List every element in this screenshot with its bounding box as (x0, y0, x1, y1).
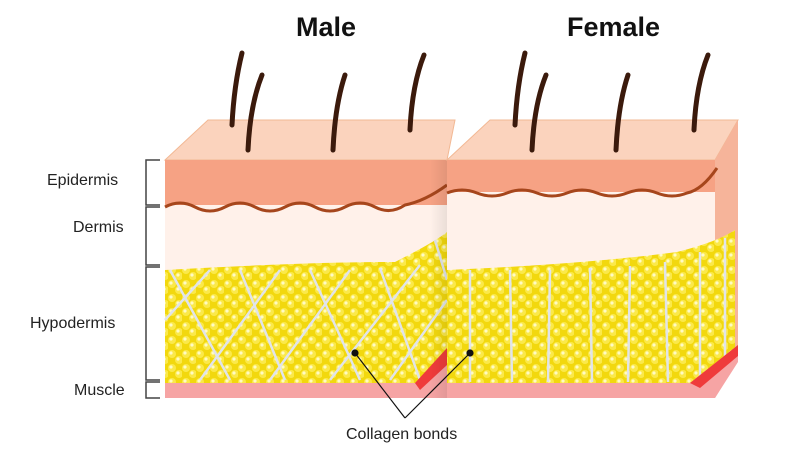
female-epidermis-edge (446, 167, 719, 198)
label-muscle: Muscle (74, 382, 125, 399)
male-title: Male (296, 12, 357, 42)
male-epidermis-edge (164, 183, 448, 213)
male-muscle (165, 355, 447, 398)
male-dermis (165, 205, 447, 270)
label-dermis: Dermis (73, 219, 124, 236)
label-collagen-bonds: Collagen bonds (346, 426, 458, 443)
male-skin-block (163, 119, 456, 398)
female-skin-block (445, 119, 739, 398)
label-hypodermis: Hypodermis (30, 315, 116, 332)
layer-brackets (145, 159, 160, 399)
female-collagen-fibers (468, 238, 727, 383)
collagen-pointer-lines (351, 349, 474, 419)
female-muscle (447, 345, 738, 398)
label-epidermis: Epidermis (47, 172, 119, 189)
female-title: Female (567, 12, 661, 42)
hairs (229, 50, 711, 153)
male-epidermis (165, 160, 447, 210)
male-hypodermis (165, 232, 447, 385)
